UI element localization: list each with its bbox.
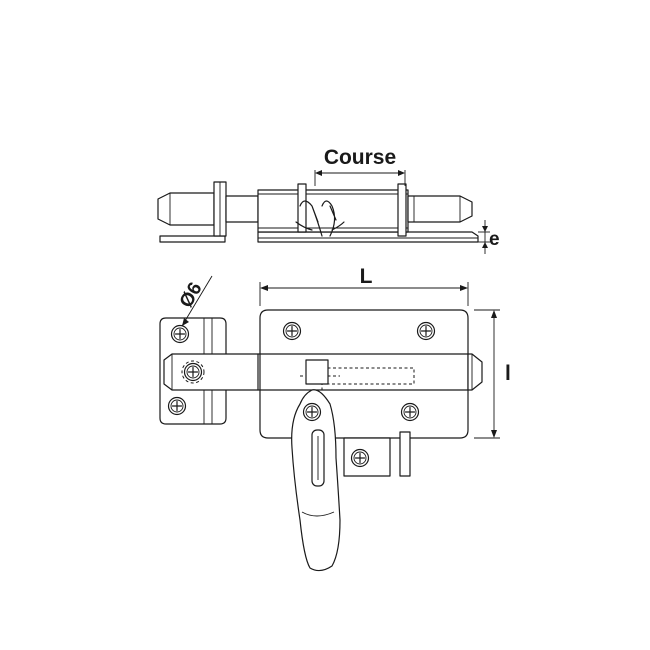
screw-icon — [416, 321, 436, 341]
plate-tab — [399, 431, 411, 477]
screw-icon — [400, 402, 420, 422]
screw-icon — [183, 362, 203, 382]
L-label: L — [360, 265, 373, 288]
bolt-end — [467, 353, 483, 391]
diameter-label: Ø6 — [176, 279, 207, 311]
screw-icon — [282, 321, 302, 341]
screw-icon — [302, 402, 322, 422]
plate-base-strip — [257, 231, 479, 243]
l-label: l — [505, 362, 511, 385]
screw-icon — [350, 448, 370, 468]
bolt-rod — [225, 195, 259, 223]
bolt-tip-right — [407, 195, 473, 223]
front-view: Ø6 L l — [159, 265, 511, 572]
screw-icon — [170, 324, 190, 344]
guide-left — [297, 183, 307, 233]
handle-knob — [305, 359, 329, 385]
e-label: e — [489, 229, 500, 250]
keeper-base-strip — [159, 235, 226, 243]
side-view: Course e — [157, 146, 500, 254]
bolt-spring — [295, 200, 345, 237]
course-label: Course — [324, 146, 396, 169]
bolt-body — [163, 353, 259, 391]
hidden-slot — [321, 367, 415, 385]
bolt-tip-left — [157, 192, 215, 226]
guide-right — [397, 183, 407, 237]
bolt-housing — [257, 189, 409, 233]
screw-icon — [167, 396, 187, 416]
